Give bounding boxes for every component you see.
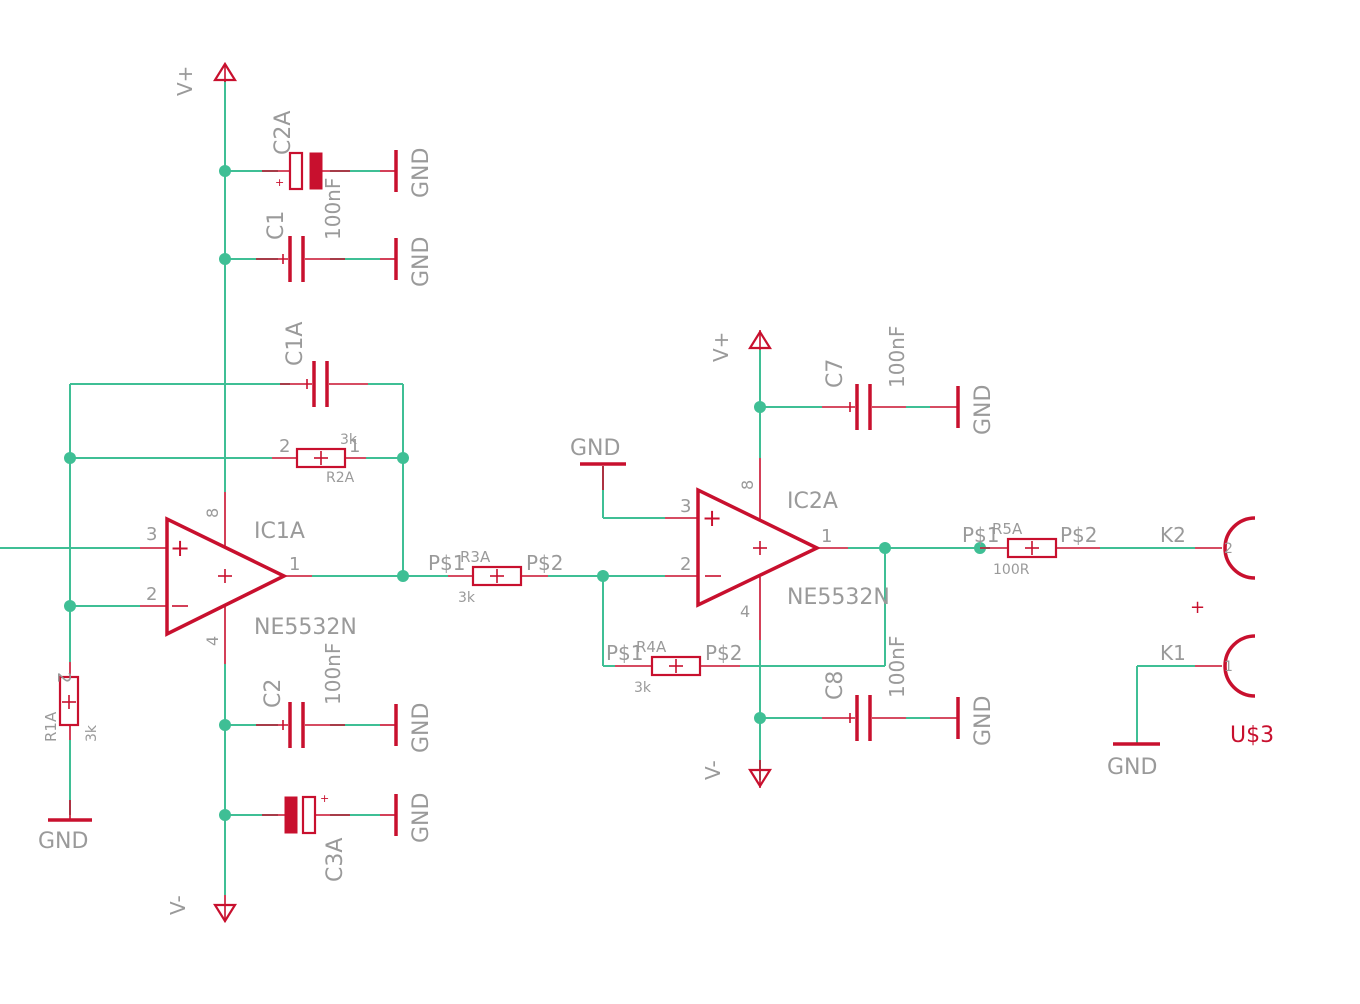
gnd-symbol-r1a: GND: [38, 800, 92, 854]
vminus-symbol-stage2: V-: [701, 760, 772, 789]
svg-text:GND: GND: [1107, 755, 1157, 780]
svg-text:R5A: R5A: [992, 520, 1023, 538]
svg-text:C8: C8: [823, 671, 848, 700]
vplus-symbol-stage1: V+: [173, 61, 237, 96]
vplus-symbol-stage2: V+: [709, 329, 772, 362]
svg-text:1: 1: [821, 526, 832, 547]
svg-text:4: 4: [740, 602, 750, 621]
svg-text:IC1A: IC1A: [254, 519, 305, 544]
capacitor-c7: C7 100nF: [822, 326, 909, 430]
capacitor-c3a: + C3A: [262, 792, 350, 882]
svg-text:2: 2: [279, 436, 290, 457]
svg-text:NE5532N: NE5532N: [787, 585, 890, 610]
svg-text:R4A: R4A: [636, 638, 667, 656]
capacitor-c2a: + C2A: [262, 111, 350, 191]
gnd-symbol-c8: GND: [930, 696, 996, 746]
svg-text:100nF: 100nF: [321, 643, 345, 705]
svg-text:P$2: P$2: [526, 551, 564, 575]
svg-text:GND: GND: [409, 703, 434, 753]
svg-text:P$1: P$1: [962, 523, 1000, 547]
gnd-symbol-c3a: GND: [380, 793, 434, 843]
svg-text:K2: K2: [1160, 523, 1186, 547]
svg-text:2: 2: [1224, 541, 1233, 557]
svg-text:8: 8: [738, 480, 757, 490]
gnd-symbol-ic2-plus: GND: [570, 436, 626, 490]
svg-text:1: 1: [289, 554, 300, 575]
svg-text:GND: GND: [971, 385, 996, 435]
connector-u3: K2 K1 2 1 + U$3: [1160, 516, 1274, 748]
opamp-ic1a: + 3 2 1 8 4 IC1A NE5532N: [140, 492, 357, 664]
svg-text:+: +: [702, 504, 722, 532]
vminus-symbol-stage1: V-: [166, 895, 237, 924]
svg-text:V+: V+: [709, 332, 733, 362]
svg-text:V+: V+: [173, 66, 197, 96]
svg-text:P$2: P$2: [705, 641, 743, 665]
svg-text:C7: C7: [823, 359, 848, 388]
svg-text:3: 3: [680, 496, 691, 517]
svg-text:2: 2: [680, 554, 691, 575]
svg-text:2: 2: [146, 584, 157, 605]
gnd-symbol-c7: GND: [930, 385, 996, 435]
capacitor-c8: C8 100nF: [822, 636, 909, 741]
svg-text:C2: C2: [261, 679, 286, 708]
svg-text:NE5532N: NE5532N: [254, 615, 357, 640]
svg-text:GND: GND: [971, 696, 996, 746]
capacitor-c1: C1 100nF: [256, 178, 345, 282]
svg-text:C2A: C2A: [271, 111, 296, 155]
resistor-r4a: P$1 P$2 R4A 3k: [606, 638, 743, 696]
svg-text:R1A: R1A: [42, 711, 60, 742]
resistor-r3a: P$1 P$2 R3A 3k: [428, 548, 564, 606]
svg-text:3k: 3k: [340, 432, 358, 448]
svg-text:1: 1: [349, 436, 360, 457]
svg-text:R3A: R3A: [460, 548, 491, 566]
gnd-symbol-k1: GND: [1107, 742, 1160, 780]
svg-text:100nF: 100nF: [321, 178, 345, 240]
svg-text:8: 8: [203, 508, 222, 518]
resistor-r1a: 2 R1A 3k: [42, 662, 100, 742]
svg-text:GND: GND: [38, 829, 88, 854]
svg-text:2: 2: [53, 672, 74, 683]
resistor-r2a: 2 1 3k R2A: [272, 432, 366, 486]
svg-text:U$3: U$3: [1230, 723, 1274, 748]
svg-text:P$1: P$1: [428, 551, 466, 575]
svg-text:3k: 3k: [634, 680, 652, 696]
svg-text:GND: GND: [409, 793, 434, 843]
svg-text:100R: 100R: [993, 562, 1030, 578]
gnd-symbol-c2: GND: [380, 703, 434, 753]
svg-text:C1: C1: [264, 211, 289, 240]
capacitor-c2: C2 100nF: [256, 643, 345, 748]
svg-text:100nF: 100nF: [885, 636, 909, 698]
svg-text:K1: K1: [1160, 641, 1186, 665]
svg-text:V-: V-: [701, 760, 725, 780]
opamp-ic2a: + 3 2 1 8 4 IC2A NE5532N: [665, 458, 890, 640]
svg-text:GND: GND: [570, 436, 620, 461]
svg-text:+: +: [320, 792, 329, 805]
svg-text:P$2: P$2: [1060, 523, 1098, 547]
gnd-symbol-c2a: GND: [380, 148, 434, 198]
svg-text:V-: V-: [166, 895, 190, 915]
junction-dots: [64, 165, 986, 821]
svg-text:3k: 3k: [84, 724, 100, 742]
svg-text:+: +: [1190, 597, 1205, 618]
svg-text:4: 4: [203, 636, 222, 646]
svg-text:100nF: 100nF: [885, 326, 909, 388]
svg-text:P$1: P$1: [606, 641, 644, 665]
wires: [0, 80, 1195, 895]
svg-text:+: +: [275, 176, 284, 189]
resistor-r5a: P$1 P$2 R5A 100R: [962, 520, 1100, 578]
capacitor-c1a: C1A: [280, 322, 368, 407]
svg-text:3: 3: [146, 524, 157, 545]
gnd-symbol-c1: GND: [380, 237, 434, 287]
svg-text:+: +: [170, 534, 190, 562]
svg-text:C1A: C1A: [283, 322, 308, 366]
svg-text:1: 1: [1224, 659, 1233, 675]
svg-text:IC2A: IC2A: [787, 489, 838, 514]
svg-text:GND: GND: [409, 148, 434, 198]
svg-text:GND: GND: [409, 237, 434, 287]
svg-text:3k: 3k: [458, 590, 476, 606]
svg-text:C3A: C3A: [323, 838, 348, 882]
svg-text:R2A: R2A: [326, 470, 355, 486]
